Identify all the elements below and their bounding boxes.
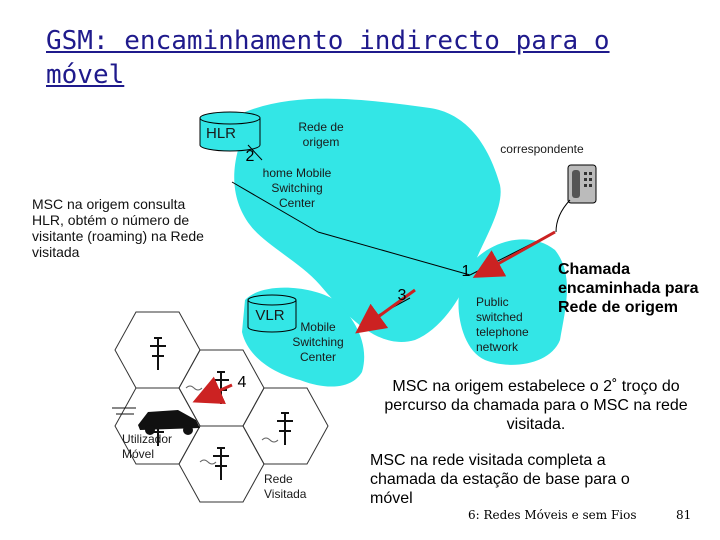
mobile-user-label: Utilizador Móvel [122, 432, 173, 461]
call-arrow-step-1 [472, 230, 556, 278]
visited-msc-completes-note: MSC na rede visitada completa a chamada … [370, 452, 630, 507]
second-leg-note: MSC na origem estabelece o 2˚ troço do p… [384, 378, 688, 433]
call-arrow-step-3 [355, 288, 416, 334]
mobile-car-icon [112, 407, 200, 435]
footer-page-number: 81 [676, 508, 692, 522]
hlr-label: HLR [205, 125, 236, 142]
vlr-label: VLR [255, 307, 285, 324]
page-title: GSM: encaminhamento indirecto para o móv… [46, 26, 610, 90]
footer-course: 6: Redes Móveis e sem Fios [468, 508, 637, 522]
step-3-label: 3 [397, 287, 407, 304]
correspondent-label: correspondente [500, 142, 584, 156]
home-network-cloud [234, 98, 501, 342]
step-4-label: 4 [237, 374, 247, 391]
home-msc-label: home Mobile Switching Center [262, 166, 332, 210]
pstn-label: Public switched telephone network [476, 295, 529, 354]
visited-msc-label: Mobile Switching Center [292, 320, 344, 364]
visited-network-label: Rede Visitada [264, 472, 307, 501]
call-arrow-step-4 [192, 376, 233, 405]
telephone-icon [555, 164, 597, 233]
home-network-label: Rede de origem [298, 120, 344, 149]
step-1-label: 1 [461, 263, 471, 280]
cell-hexagons [114, 311, 329, 503]
hlr-database-icon [199, 111, 261, 152]
step-2-label: 2 [245, 148, 255, 165]
msc-consults-hlr-note: MSC na origem consulta HLR, obtém o núme… [32, 196, 204, 260]
vlr-database-icon [247, 294, 297, 333]
call-routed-note: Chamada encaminhada para Rede de origem [558, 261, 699, 316]
